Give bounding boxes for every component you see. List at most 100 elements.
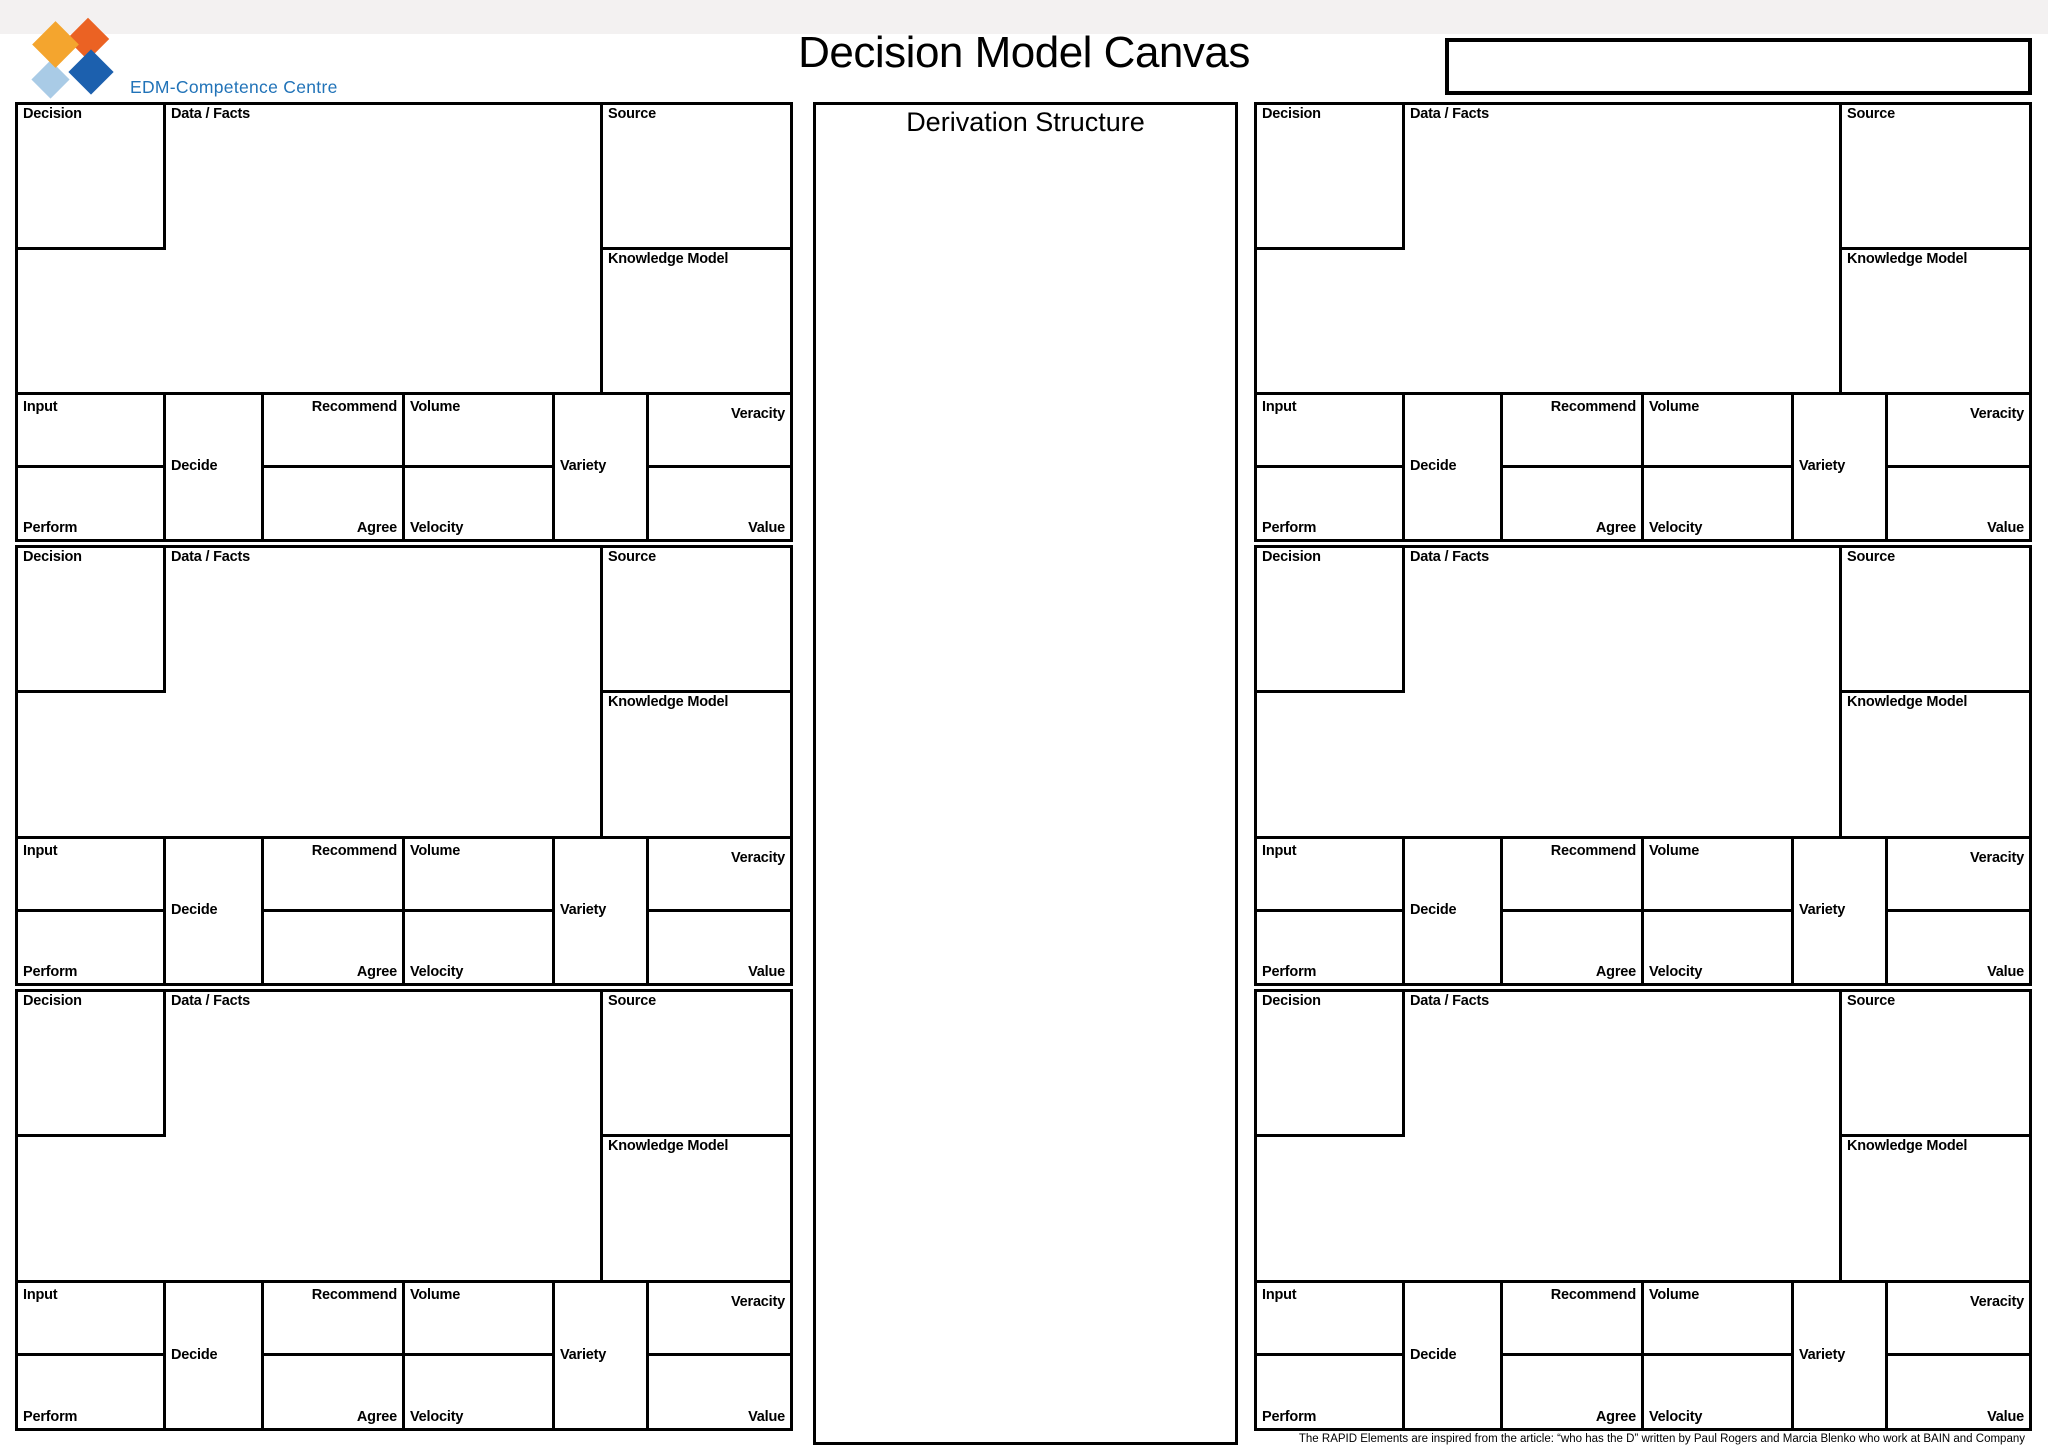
variety-cell[interactable]: Variety [1791, 395, 1885, 539]
agree-cell[interactable]: Agree [1503, 1356, 1641, 1428]
volume-cell[interactable]: Volume [1644, 395, 1791, 468]
value-cell[interactable]: Value [649, 912, 790, 983]
perform-cell[interactable]: Perform [1257, 468, 1402, 539]
volume-cell[interactable]: Volume [1644, 839, 1791, 912]
veracity-cell[interactable]: Veracity [1888, 395, 2029, 468]
value-cell[interactable]: Value [649, 1356, 790, 1428]
volume-cell[interactable]: Volume [405, 1283, 552, 1356]
decision-cell[interactable]: Decision [1257, 992, 1405, 1137]
knowledge-model-cell[interactable]: Knowledge Model [603, 1137, 790, 1280]
volume-velocity-column: Volume Velocity [402, 395, 552, 539]
input-perform-column: Input Perform [1257, 839, 1402, 983]
variety-cell[interactable]: Variety [1791, 839, 1885, 983]
volume-velocity-column: Volume Velocity [1641, 395, 1791, 539]
variety-cell[interactable]: Variety [552, 1283, 646, 1428]
data-facts-cell[interactable]: Data / Facts [166, 548, 600, 836]
input-cell[interactable]: Input [18, 839, 163, 912]
source-cell[interactable]: Source [603, 548, 790, 693]
decide-cell[interactable]: Decide [163, 1283, 261, 1428]
variety-cell[interactable]: Variety [1791, 1283, 1885, 1428]
perform-cell[interactable]: Perform [18, 1356, 163, 1428]
volume-label: Volume [1649, 843, 1700, 859]
decision-cell[interactable]: Decision [18, 992, 166, 1137]
decide-cell[interactable]: Decide [163, 839, 261, 983]
data-facts-cell[interactable]: Data / Facts [1405, 548, 1839, 836]
recommend-cell[interactable]: Recommend [1503, 395, 1641, 468]
recommend-cell[interactable]: Recommend [1503, 1283, 1641, 1356]
variety-cell[interactable]: Variety [552, 395, 646, 539]
data-facts-cell[interactable]: Data / Facts [166, 105, 600, 392]
recommend-cell[interactable]: Recommend [264, 395, 402, 468]
velocity-cell[interactable]: Velocity [1644, 912, 1791, 983]
veracity-cell[interactable]: Veracity [649, 839, 790, 912]
recommend-cell[interactable]: Recommend [1503, 839, 1641, 912]
decide-label: Decide [1410, 1346, 1457, 1363]
variety-cell[interactable]: Variety [552, 839, 646, 983]
decide-cell[interactable]: Decide [1402, 1283, 1500, 1428]
velocity-cell[interactable]: Velocity [1644, 1356, 1791, 1428]
volume-cell[interactable]: Volume [1644, 1283, 1791, 1356]
rapid-strip: Input Perform Decide Recommend Agree Vol… [1257, 839, 2029, 983]
agree-cell[interactable]: Agree [1503, 468, 1641, 539]
velocity-cell[interactable]: Velocity [1644, 468, 1791, 539]
decide-cell[interactable]: Decide [1402, 839, 1500, 983]
decision-cell[interactable]: Decision [18, 105, 166, 250]
recommend-cell[interactable]: Recommend [264, 839, 402, 912]
knowledge-model-cell[interactable]: Knowledge Model [1842, 250, 2029, 392]
velocity-cell[interactable]: Velocity [405, 1356, 552, 1428]
perform-cell[interactable]: Perform [18, 912, 163, 983]
recommend-agree-column: Recommend Agree [261, 1283, 402, 1428]
data-facts-cell[interactable]: Data / Facts [166, 992, 600, 1280]
source-cell[interactable]: Source [603, 992, 790, 1137]
perform-cell[interactable]: Perform [1257, 912, 1402, 983]
input-cell[interactable]: Input [18, 395, 163, 468]
input-label: Input [1262, 1287, 1297, 1303]
value-cell[interactable]: Value [1888, 912, 2029, 983]
agree-cell[interactable]: Agree [1503, 912, 1641, 983]
source-cell[interactable]: Source [1842, 992, 2029, 1137]
agree-cell[interactable]: Agree [264, 912, 402, 983]
velocity-label: Velocity [410, 1409, 464, 1426]
velocity-cell[interactable]: Velocity [405, 912, 552, 983]
volume-cell[interactable]: Volume [405, 839, 552, 912]
input-cell[interactable]: Input [1257, 839, 1402, 912]
source-cell[interactable]: Source [603, 105, 790, 250]
data-facts-cell[interactable]: Data / Facts [1405, 105, 1839, 392]
source-cell[interactable]: Source [1842, 105, 2029, 250]
recommend-cell[interactable]: Recommend [264, 1283, 402, 1356]
veracity-value-column: Veracity Value [646, 839, 790, 983]
veracity-cell[interactable]: Veracity [649, 395, 790, 468]
value-cell[interactable]: Value [1888, 468, 2029, 539]
header-note-box[interactable] [1445, 38, 2032, 95]
data-facts-cell[interactable]: Data / Facts [1405, 992, 1839, 1280]
source-cell[interactable]: Source [1842, 548, 2029, 693]
perform-cell[interactable]: Perform [18, 468, 163, 539]
derivation-structure-box[interactable]: Derivation Structure [813, 102, 1238, 1445]
knowledge-model-cell[interactable]: Knowledge Model [603, 250, 790, 392]
knowledge-model-cell[interactable]: Knowledge Model [1842, 693, 2029, 836]
value-cell[interactable]: Value [1888, 1356, 2029, 1428]
veracity-value-column: Veracity Value [1885, 839, 2029, 983]
knowledge-model-cell[interactable]: Knowledge Model [603, 693, 790, 836]
decision-cell[interactable]: Decision [1257, 105, 1405, 250]
veracity-cell[interactable]: Veracity [1888, 1283, 2029, 1356]
rapid-attribution-footnote: The RAPID Elements are inspired from the… [1298, 1433, 2025, 1445]
block-main-area: Data / Facts Decision Source Knowledge M… [1257, 992, 2029, 1283]
decision-cell[interactable]: Decision [1257, 548, 1405, 693]
decision-cell[interactable]: Decision [18, 548, 166, 693]
velocity-cell[interactable]: Velocity [405, 468, 552, 539]
input-cell[interactable]: Input [18, 1283, 163, 1356]
volume-cell[interactable]: Volume [405, 395, 552, 468]
perform-cell[interactable]: Perform [1257, 1356, 1402, 1428]
agree-cell[interactable]: Agree [264, 468, 402, 539]
input-cell[interactable]: Input [1257, 1283, 1402, 1356]
veracity-cell[interactable]: Veracity [1888, 839, 2029, 912]
input-cell[interactable]: Input [1257, 395, 1402, 468]
value-cell[interactable]: Value [649, 468, 790, 539]
knowledge-model-cell[interactable]: Knowledge Model [1842, 1137, 2029, 1280]
agree-cell[interactable]: Agree [264, 1356, 402, 1428]
decide-cell[interactable]: Decide [163, 395, 261, 539]
veracity-cell[interactable]: Veracity [649, 1283, 790, 1356]
block-main-area: Data / Facts Decision Source Knowledge M… [18, 105, 790, 395]
decide-cell[interactable]: Decide [1402, 395, 1500, 539]
